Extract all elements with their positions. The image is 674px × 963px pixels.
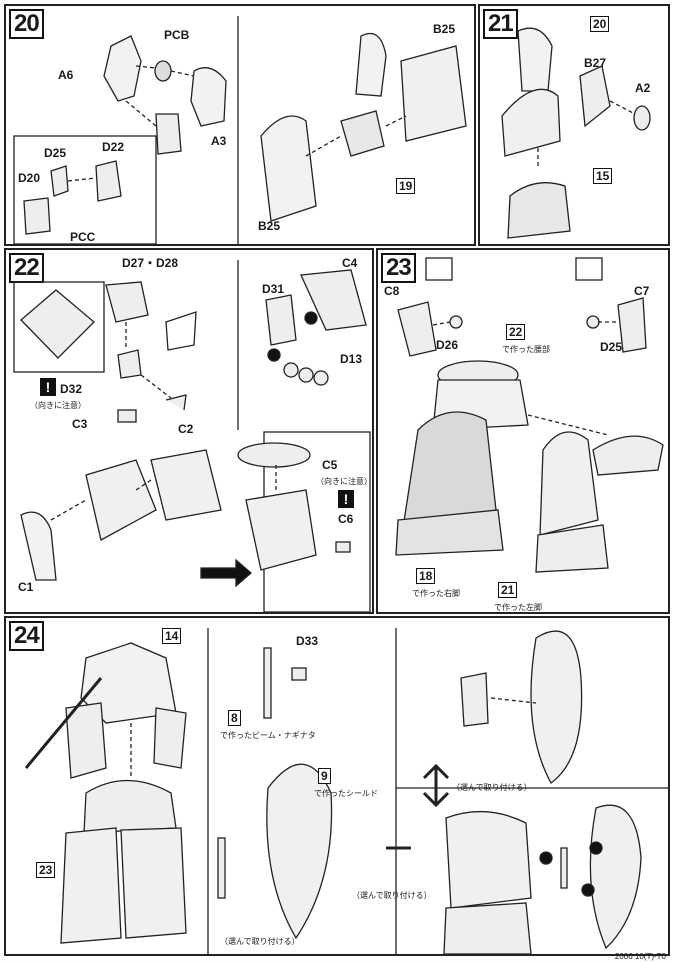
step-ref-14: 14 <box>162 628 182 644</box>
step-ref-9: 9 <box>318 768 331 784</box>
part-label-a6: A6 <box>58 68 74 82</box>
step-24-panel: 24 <box>4 616 670 956</box>
step-22-panel: 22 <box>4 248 374 614</box>
step-number: 24 <box>9 621 44 651</box>
part-label-d22: D22 <box>102 140 125 154</box>
part-label-b25-bottom: B25 <box>258 219 281 233</box>
step-23-illustration <box>395 257 664 573</box>
step-22-illustration <box>13 260 371 612</box>
step-number: 22 <box>9 253 44 283</box>
caution-icon: ! <box>338 490 354 508</box>
part-label-d26: D26 <box>436 338 459 352</box>
part-label-a3: A3 <box>211 134 227 148</box>
part-label-d31: D31 <box>262 282 285 296</box>
step-ref-21: 21 <box>498 582 518 598</box>
select-attach-note-3: （選んで取り付ける） <box>452 783 532 792</box>
made-in-step-22-note: で作った腰部 <box>502 345 550 354</box>
made-in-step-21-note: で作った左脚 <box>494 603 542 612</box>
step-24-illustration <box>24 628 668 954</box>
step-ref-23: 23 <box>36 862 56 878</box>
step-number: 20 <box>9 9 44 39</box>
made-in-step-18-note: で作った右脚 <box>412 589 460 598</box>
step-21-illustration <box>501 27 651 239</box>
step-number: 21 <box>483 9 518 39</box>
part-label-d25: D25 <box>600 340 623 354</box>
step-21-panel: 21 20 B27 A2 15 <box>478 4 670 246</box>
step-ref-20: 20 <box>590 16 610 32</box>
part-label-d33: D33 <box>296 634 319 648</box>
step-ref-19: 19 <box>396 178 416 194</box>
made-in-step-8-note: で作ったビーム・ナギナタ <box>220 731 316 740</box>
select-attach-note-2: （選んで取り付ける） <box>352 891 432 900</box>
part-label-c6: C6 <box>338 512 354 526</box>
footer-code: 2006 10(T)-T0 <box>614 952 666 961</box>
step-23-panel: 23 <box>376 248 670 614</box>
caution-icon: ! <box>40 378 56 396</box>
part-label-c8: C8 <box>384 284 400 298</box>
part-label-a2: A2 <box>635 81 651 95</box>
part-label-c5: C5 <box>322 458 338 472</box>
select-attach-note-1: （選んで取り付ける） <box>220 937 300 946</box>
step-ref-18: 18 <box>416 568 436 584</box>
part-label-b25-top: B25 <box>433 22 456 36</box>
part-label-d25: D25 <box>44 146 67 160</box>
part-label-c7: C7 <box>634 284 650 298</box>
step-20-illustration <box>13 16 467 244</box>
part-label-d27-d28: D27・D28 <box>122 256 179 270</box>
step-20-panel: 20 <box>4 4 476 246</box>
step-ref-15: 15 <box>593 168 613 184</box>
caution-note-2: （向きに注意） <box>316 477 372 486</box>
part-label-c4: C4 <box>342 256 358 270</box>
caution-note-1: （向きに注意） <box>30 401 86 410</box>
part-label-d13: D13 <box>340 352 363 366</box>
step-ref-8: 8 <box>228 710 241 726</box>
part-label-pcb: PCB <box>164 28 190 42</box>
step-ref-22: 22 <box>506 324 526 340</box>
part-label-d20: D20 <box>18 171 41 185</box>
part-label-b27: B27 <box>584 56 607 70</box>
part-label-c3: C3 <box>72 417 88 431</box>
part-label-c2: C2 <box>178 422 194 436</box>
step-number: 23 <box>381 253 416 283</box>
part-label-d32: D32 <box>60 382 83 396</box>
part-label-c1: C1 <box>18 580 34 594</box>
made-in-step-9-note: で作ったシールド <box>314 789 378 798</box>
part-label-pcc: PCC <box>70 230 96 244</box>
